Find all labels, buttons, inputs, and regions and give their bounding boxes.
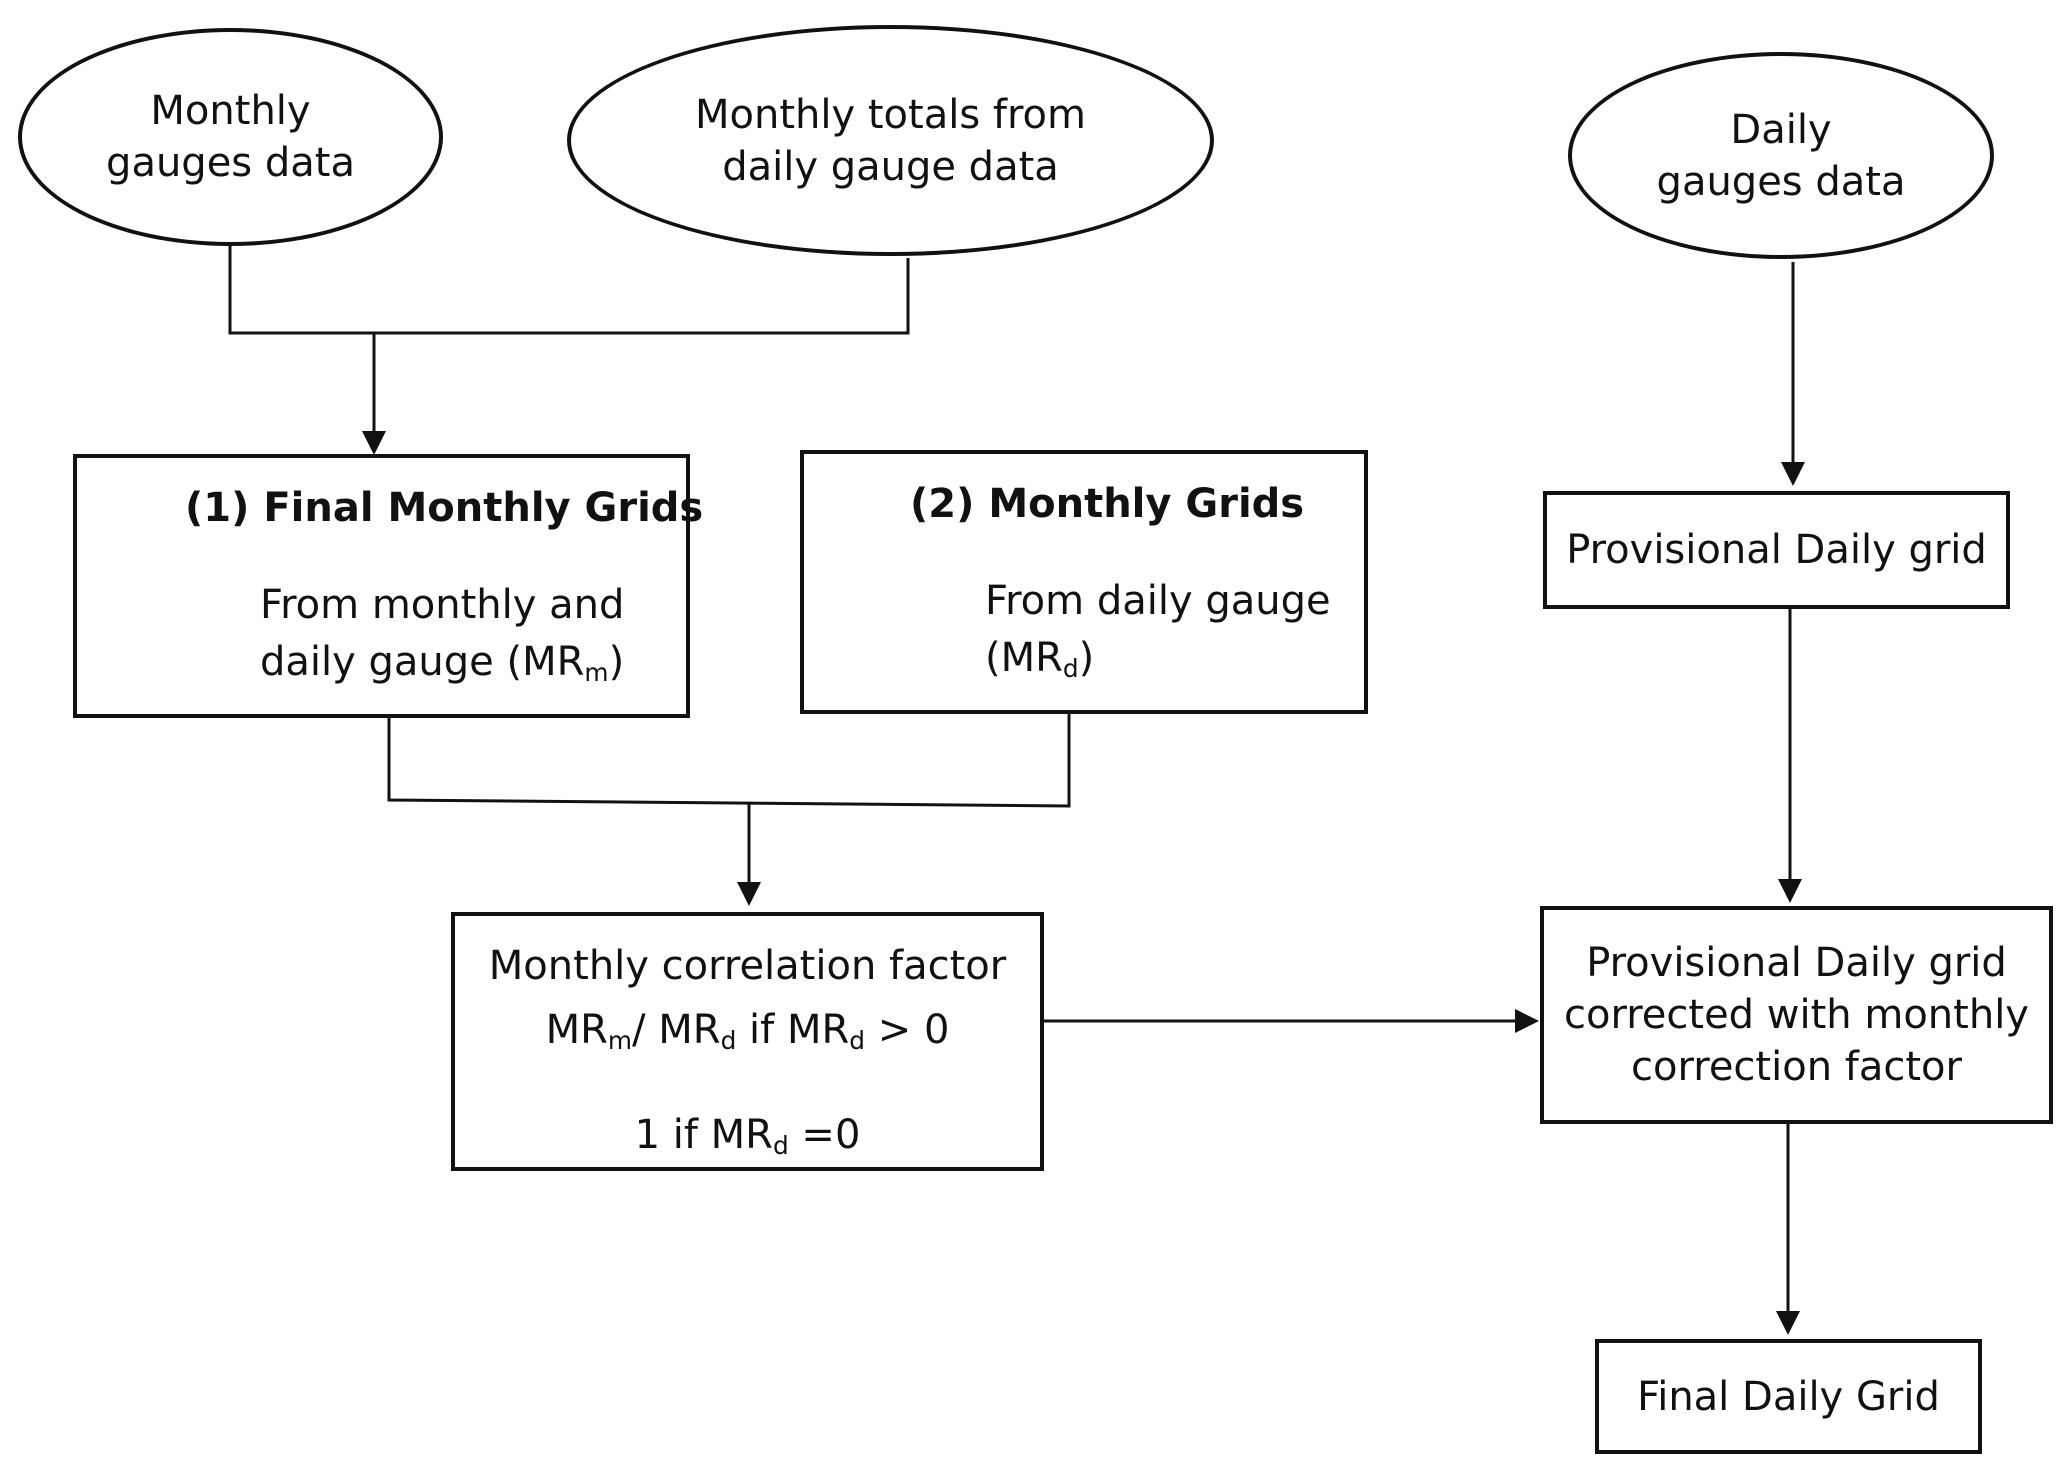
- zero-case-part-a: 1 if MR: [634, 1112, 773, 1158]
- final-monthly-grids-line1: From monthly and: [260, 582, 625, 628]
- monthly-grids-title: (2) Monthly Grids: [910, 481, 1305, 527]
- correlation-factor-formula: MRm/ MRd if MRd > 0: [455, 1004, 1040, 1056]
- formula-part-d: > 0: [865, 1007, 950, 1053]
- corrected-grid-line2: corrected with monthly: [1564, 992, 2029, 1038]
- monthly-grids-line2-subscript: d: [1062, 654, 1079, 684]
- monthly-gauges-data-node: Monthly gauges data: [18, 28, 443, 246]
- daily-gauges-line2: gauges data: [1656, 158, 1906, 205]
- monthly-gauges-line2: gauges data: [106, 140, 355, 186]
- corrected-grid-line1: Provisional Daily grid: [1586, 940, 2007, 986]
- monthly-grids-line1: From daily gauge: [985, 578, 1331, 624]
- daily-gauges-data-node: Daily gauges data: [1568, 52, 1994, 259]
- correlation-factor-node: Monthly correlation factor MRm/ MRd if M…: [451, 912, 1044, 1171]
- provisional-daily-grid-node: Provisional Daily grid: [1543, 491, 2010, 609]
- monthly-totals-line2: daily gauge data: [722, 143, 1059, 190]
- final-daily-grid-label: Final Daily Grid: [1637, 1373, 1940, 1420]
- formula-part-b: / MR: [632, 1007, 721, 1053]
- formula-part-a: MR: [545, 1007, 608, 1053]
- monthly-grids-line2-suffix: ): [1078, 635, 1095, 681]
- final-monthly-grids-line2-subscript: m: [584, 658, 609, 688]
- final-monthly-grids-line2: daily gauge (MRm): [260, 636, 624, 688]
- monthly-grids-node: (2) Monthly Grids From daily gauge (MRd): [800, 450, 1368, 714]
- corrected-grid-line3: correction factor: [1631, 1044, 1962, 1090]
- monthly-grids-line2: (MRd): [985, 632, 1094, 684]
- monthly-totals-line1: Monthly totals from: [695, 91, 1086, 138]
- formula-part-c: if MR: [736, 1007, 850, 1053]
- correlation-factor-title: Monthly correlation factor: [488, 943, 1007, 989]
- zero-case-subscript: d: [772, 1131, 789, 1161]
- merge-line-monthly-grids: [387, 712, 1071, 808]
- daily-gauges-line1: Daily: [1730, 106, 1832, 153]
- provisional-daily-grid-label: Provisional Daily grid: [1566, 527, 1987, 573]
- formula-subscript-b: d: [720, 1026, 737, 1056]
- monthly-gauges-line1: Monthly: [150, 88, 311, 134]
- formula-subscript-c: d: [849, 1026, 865, 1056]
- monthly-totals-node: Monthly totals from daily gauge data: [567, 25, 1214, 256]
- correlation-factor-zero-case: 1 if MRd =0: [455, 1109, 1040, 1161]
- formula-subscript-a: m: [607, 1026, 633, 1056]
- final-monthly-grids-line2-suffix: ): [608, 639, 625, 685]
- zero-case-part-b: =0: [788, 1112, 861, 1158]
- final-daily-grid-node: Final Daily Grid: [1595, 1339, 1982, 1454]
- final-monthly-grids-node: (1) Final Monthly Grids From monthly and…: [73, 454, 703, 718]
- monthly-grids-line2-prefix: (MR: [985, 635, 1063, 681]
- merge-line-monthly-inputs: [228, 245, 910, 335]
- final-monthly-grids-line2-prefix: daily gauge (MR: [260, 639, 585, 685]
- corrected-daily-grid-node: Provisional Daily grid corrected with mo…: [1540, 906, 2053, 1124]
- final-monthly-grids-title: (1) Final Monthly Grids: [185, 485, 704, 531]
